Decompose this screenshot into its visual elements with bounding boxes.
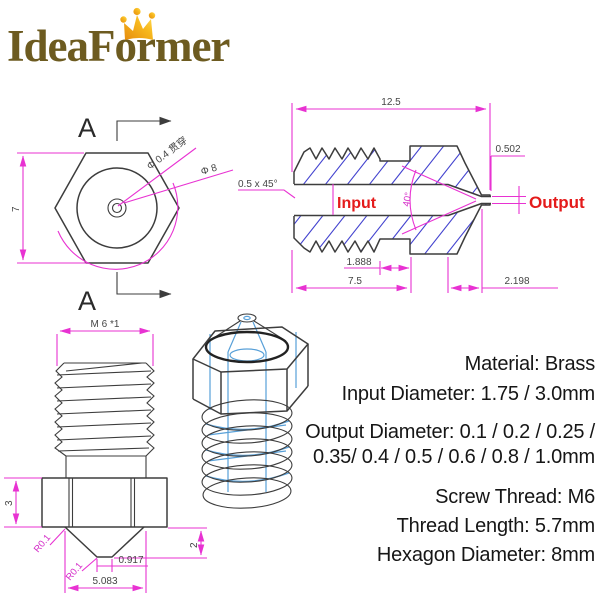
section-label-a-bottom: A — [78, 286, 96, 316]
spec-list: Material: Brass Input Diameter: 1.75 / 3… — [283, 352, 595, 568]
dim-thread-label: M 6 *1 — [91, 319, 120, 330]
bore-top-line — [294, 183, 491, 198]
angle-ray — [401, 200, 477, 235]
angle-arc — [409, 169, 417, 231]
cone-tip — [64, 526, 145, 558]
dim-cone-base-label: 5.083 — [92, 576, 117, 587]
leader-circle — [123, 169, 234, 204]
bore-bottom-line — [294, 202, 491, 217]
input-label: Input — [337, 195, 377, 212]
leader-bore — [117, 147, 197, 207]
dim-height-label: 7 — [11, 206, 22, 212]
spec-input-diameter: Input Diameter: 1.75 / 3.0mm — [341, 383, 596, 405]
dim-bore-label: Φ 0.4 贯穿 — [144, 133, 190, 172]
tip-circle — [237, 313, 257, 323]
spec-output-diameter: Output Diameter: 0.1 / 0.2 / 0.25 / 0.35… — [305, 421, 595, 468]
dim-circle-label: Φ 8 — [200, 162, 219, 177]
dim-hex-height-label: 3 — [4, 500, 15, 506]
thread-left-edge — [54, 362, 67, 457]
radius-leader — [49, 528, 66, 546]
dim-runout-label: 1.888 — [346, 257, 371, 268]
hex-body — [41, 477, 168, 528]
circle-small — [107, 198, 127, 218]
dim-radius-1-label: R0.1 — [32, 532, 53, 554]
dim-angle-label: 40° — [401, 191, 414, 207]
circle-large — [76, 167, 158, 249]
iso-3d-view — [192, 313, 309, 509]
side-thread-view: M 6 *1 3 — [4, 319, 207, 593]
spec-screw-thread: Screw Thread: M6 — [435, 486, 595, 508]
spec-hexagon-diameter: Hexagon Diameter: 8mm — [376, 544, 595, 566]
dim-tip-length-label: 2.198 — [504, 276, 529, 287]
thread-right-edge — [145, 362, 155, 457]
dim-cone-height-label: 2 — [189, 542, 200, 548]
radius-leader — [81, 557, 98, 572]
chamfer-leader — [238, 189, 296, 199]
output-label: Output — [529, 193, 585, 212]
dim-tip-flat-label: 0.917 — [118, 555, 143, 566]
dim-thread-length-label: 7.5 — [348, 276, 362, 287]
cone-base-circle — [204, 330, 290, 364]
cross-section-view: 12.5 0.502 0.5 x 45° Input Output 40° — [238, 97, 585, 293]
bore-fill — [294, 185, 496, 215]
section-label-a-top: A — [78, 113, 96, 143]
dim-length-label: 12.5 — [381, 97, 401, 108]
dim-chamfer-label: 0.5 x 45° — [238, 179, 278, 190]
tip-bore — [243, 315, 251, 321]
dim-radius-2-label: R0.1 — [64, 560, 85, 582]
spec-thread-length: Thread Length: 5.7mm — [396, 515, 596, 537]
front-hex-view: A A Φ 0.4 贯穿 Φ 8 7 — [11, 113, 234, 316]
circle-bore — [111, 202, 123, 214]
nozzle-section-outline — [293, 145, 491, 255]
hexagon-outline — [54, 152, 180, 264]
dimension-arc — [57, 182, 179, 270]
angle-ray — [401, 165, 477, 200]
section-arrow-bottom — [116, 272, 172, 299]
section-arrow-top — [116, 116, 172, 141]
crown-icon — [120, 7, 156, 40]
brand-logo: IdeaFormer — [7, 21, 230, 71]
spec-material: Material: Brass — [464, 353, 596, 375]
thread-coils — [201, 399, 293, 509]
dim-output-bore-label: 0.502 — [495, 144, 520, 155]
thread-crests — [56, 362, 152, 452]
